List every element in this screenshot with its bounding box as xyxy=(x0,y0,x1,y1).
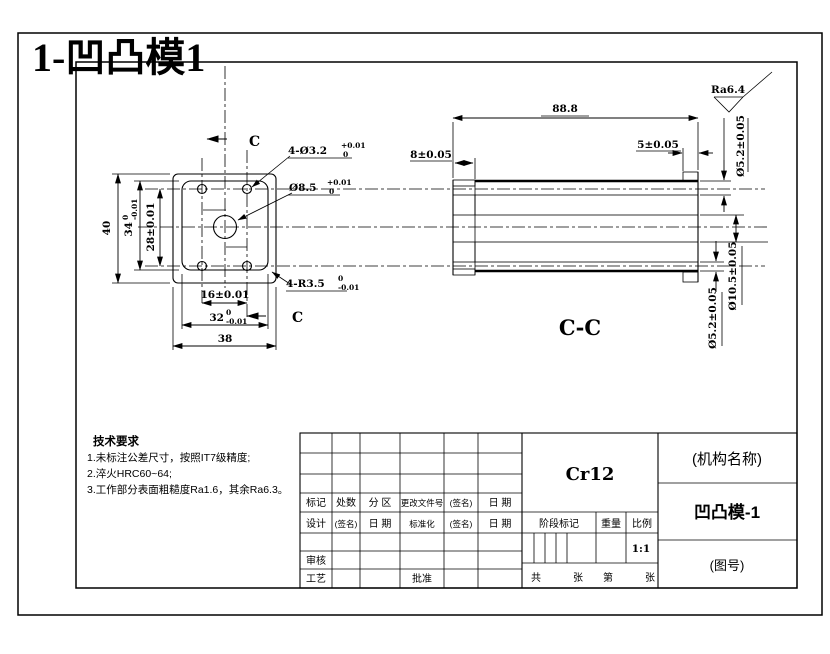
tb-date-label-1: 日 期 xyxy=(489,497,512,509)
dim-bore-mid: Ø10.5±0.05 xyxy=(727,241,739,310)
tb-scale-label: 比例 xyxy=(632,517,652,530)
dim-32: 32 xyxy=(209,312,224,324)
section-letter-top: C xyxy=(249,134,260,150)
dim-left-step: 8±0.05 xyxy=(410,149,452,161)
tb-count-label: 处数 xyxy=(336,496,356,509)
tb-material: Cr12 xyxy=(566,464,615,485)
front-view-dimensions: 40 34 0 -0.01 28±0.01 16±0.01 32 0 -0.01… xyxy=(101,134,366,350)
tb-standardize-label: 标准化 xyxy=(409,519,435,529)
section-view-dimensions: 88.8 8±0.05 5±0.05 Ra6.4 Ø5.2±0.05 Ø10.5… xyxy=(410,71,773,349)
tb-sign-label-2: (签名) xyxy=(335,519,358,529)
label-corner-holes-sub: 0 xyxy=(343,150,348,159)
tb-design-label: 设计 xyxy=(306,517,326,530)
tb-zone-label: 分 区 xyxy=(369,497,392,509)
tb-mark-label: 标记 xyxy=(306,497,326,509)
label-center-hole-sup: +0.01 xyxy=(327,178,352,187)
page-title: 1-凹凸模1 xyxy=(32,35,205,80)
label-corner-radius: 4-R3.5 xyxy=(286,278,325,290)
tb-sign-label-3: (签名) xyxy=(450,519,473,529)
tb-date-label-3: 日 期 xyxy=(489,518,512,530)
tb-scale-value: 1:1 xyxy=(632,543,651,555)
dim-28: 28±0.01 xyxy=(145,203,157,252)
label-center-hole-sub: 0 xyxy=(329,187,334,196)
label-corner-radius-sup: 0 xyxy=(338,274,343,283)
tb-weight-label: 重量 xyxy=(601,517,621,530)
section-view-label: C-C xyxy=(559,315,601,340)
dim-right-step: 5±0.05 xyxy=(637,139,679,151)
label-corner-holes-sup: +0.01 xyxy=(341,141,366,150)
technical-requirements: 技术要求 1.未标注公差尺寸，按照IT7级精度; 2.淬火HRC60~64; 3… xyxy=(87,434,288,496)
tb-date-label-2: 日 期 xyxy=(369,518,392,530)
surface-finish-value: Ra6.4 xyxy=(711,84,745,96)
section-letter-bottom: C xyxy=(292,310,303,326)
tb-part-name: 凹凸模-1 xyxy=(694,502,760,522)
centerlines xyxy=(138,66,770,318)
label-corner-holes: 4-Ø3.2 xyxy=(288,145,327,157)
dim-32-sub: -0.01 xyxy=(226,317,247,326)
tb-process-label: 工艺 xyxy=(306,573,326,585)
front-view xyxy=(172,173,277,284)
dim-length: 88.8 xyxy=(552,103,578,115)
title-block: 标记 处数 分 区 更改文件号 (签名) 日 期 设计 (签名) 日 期 标准化… xyxy=(299,432,798,589)
tb-sheet-total-unit: 张 xyxy=(573,572,583,584)
label-center-hole: Ø8.5 xyxy=(289,182,316,194)
dim-34-sup: 0 xyxy=(121,215,130,220)
dim-bore-bottom: Ø5.2±0.05 xyxy=(707,287,719,349)
tb-sign-label-1: (签名) xyxy=(450,498,473,508)
dim-32-sup: 0 xyxy=(226,308,231,317)
tb-sheet-total-label: 共 xyxy=(531,572,541,584)
dim-bore-top: Ø5.2±0.05 xyxy=(735,115,747,177)
dim-34-sub: -0.01 xyxy=(130,199,139,220)
tb-check-label: 审核 xyxy=(306,554,326,567)
tb-org-name: (机构名称) xyxy=(692,451,762,468)
surface-finish-icon xyxy=(713,71,773,113)
dim-34: 34 xyxy=(123,222,135,237)
tb-sheet-no-label: 第 xyxy=(603,571,613,584)
tech-req-item-3: 3.工作部分表面粗糙度Ra1.6，其余Ra6.3。 xyxy=(87,483,288,496)
section-view xyxy=(452,171,699,283)
dim-16: 16±0.01 xyxy=(201,289,250,301)
tb-approve-label: 批准 xyxy=(412,572,432,585)
tb-stage-label: 阶段标记 xyxy=(539,517,579,530)
tech-req-item-2: 2.淬火HRC60~64; xyxy=(87,467,172,480)
tb-sheet-no-unit: 张 xyxy=(645,572,655,584)
tech-req-item-1: 1.未标注公差尺寸，按照IT7级精度; xyxy=(87,451,250,464)
dim-38: 38 xyxy=(218,333,233,345)
label-corner-radius-sub: -0.01 xyxy=(338,283,359,292)
tb-change-doc-label: 更改文件号 xyxy=(401,498,444,508)
tech-req-heading: 技术要求 xyxy=(93,434,139,448)
tb-drawing-no: (图号) xyxy=(710,558,745,573)
dim-40: 40 xyxy=(101,221,113,236)
